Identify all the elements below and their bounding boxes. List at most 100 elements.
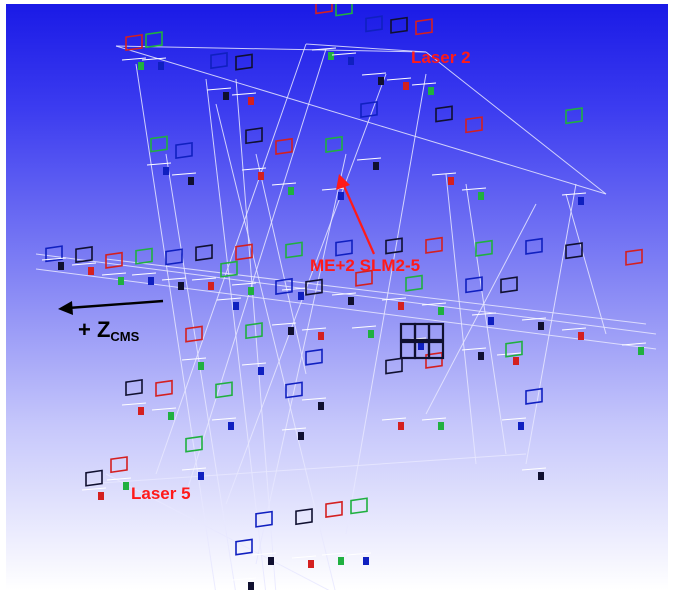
pointer-arrow-icon xyxy=(342,185,376,255)
frame-tick xyxy=(141,57,167,61)
sensor-frame xyxy=(285,381,303,399)
sensor-frame xyxy=(335,239,353,257)
frame-block xyxy=(418,342,424,350)
frame-tick xyxy=(161,277,187,281)
frame-block xyxy=(378,77,384,85)
frame-tick xyxy=(321,552,347,556)
frame-block xyxy=(578,332,584,340)
frame-block xyxy=(368,330,374,338)
sensor-frame xyxy=(235,538,253,556)
sensor-frame xyxy=(335,4,353,17)
support-line xyxy=(215,103,336,590)
frame-tick xyxy=(281,427,307,431)
sensor-frame xyxy=(245,322,263,340)
support-line xyxy=(425,51,607,195)
sensor-frame xyxy=(565,242,583,260)
sensor-frame xyxy=(85,469,103,487)
sensor-frame xyxy=(155,379,173,397)
sensor-frame xyxy=(355,269,373,287)
frame-block xyxy=(168,412,174,420)
frame-tick xyxy=(251,552,277,556)
sensor-frame xyxy=(285,241,303,259)
frame-block xyxy=(248,97,254,105)
frame-block xyxy=(233,302,239,310)
frame-tick xyxy=(461,347,487,351)
frame-block xyxy=(268,557,274,565)
support-line xyxy=(525,183,577,465)
frame-block xyxy=(403,82,409,90)
axis-arrow-icon xyxy=(67,299,164,310)
central-cluster-frame xyxy=(427,322,445,342)
frame-block xyxy=(488,317,494,325)
frame-block xyxy=(398,422,404,430)
frame-block xyxy=(198,472,204,480)
sensor-frame xyxy=(45,245,63,263)
sensor-frame xyxy=(315,4,333,15)
frame-block xyxy=(288,327,294,335)
frame-tick xyxy=(386,77,412,81)
sensor-frame xyxy=(210,52,228,70)
sensor-frame xyxy=(350,497,368,515)
frame-block xyxy=(298,292,304,300)
sensor-frame xyxy=(565,107,583,125)
sensor-frame xyxy=(245,127,263,145)
frame-block xyxy=(188,177,194,185)
frame-block xyxy=(288,187,294,195)
sensor-frame xyxy=(405,274,423,292)
sensor-frame xyxy=(215,381,233,399)
frame-tick xyxy=(216,297,242,301)
sensor-frame xyxy=(435,105,453,123)
frame-tick xyxy=(231,282,257,286)
support-line xyxy=(445,173,477,465)
laser-5-label: Laser 5 xyxy=(131,484,191,503)
frame-tick xyxy=(231,577,257,581)
sensor-frame xyxy=(75,246,93,264)
frame-tick xyxy=(521,467,547,471)
sensor-frame xyxy=(275,137,293,155)
frame-block xyxy=(348,57,354,65)
frame-tick xyxy=(496,352,522,356)
frame-tick xyxy=(411,82,437,86)
frame-tick xyxy=(331,52,357,56)
frame-block xyxy=(538,472,544,480)
central-cluster-frame xyxy=(399,322,417,342)
support-line xyxy=(425,203,537,415)
frame-tick xyxy=(146,162,172,166)
frame-block xyxy=(298,432,304,440)
central-cluster-frame xyxy=(399,340,417,360)
sensor-frame xyxy=(125,33,143,52)
sensor-frame xyxy=(125,378,143,397)
frame-tick xyxy=(301,397,327,401)
support-line xyxy=(135,63,216,590)
sensor-frame xyxy=(145,31,163,49)
frame-block xyxy=(578,197,584,205)
frame-block xyxy=(138,62,144,70)
support-line xyxy=(185,48,327,495)
frame-tick xyxy=(181,467,207,471)
frame-block xyxy=(338,192,344,200)
frame-tick xyxy=(381,297,407,301)
frame-block xyxy=(478,352,484,360)
frame-block xyxy=(223,92,229,100)
sensor-frame xyxy=(305,278,323,296)
frame-tick xyxy=(81,487,107,491)
frame-block xyxy=(308,560,314,568)
support-line xyxy=(305,43,427,53)
frame-tick xyxy=(231,92,257,96)
frame-tick xyxy=(106,477,132,481)
frame-block xyxy=(163,167,169,175)
frame-tick xyxy=(621,342,647,346)
sensor-frame xyxy=(305,348,323,366)
frame-block xyxy=(328,52,334,60)
frame-tick xyxy=(101,272,127,276)
sensor-frame xyxy=(360,100,378,119)
sensor-frame xyxy=(385,357,403,375)
frame-tick xyxy=(561,192,587,196)
sensor-frame xyxy=(475,239,493,257)
sensor-frame xyxy=(220,260,238,278)
support-line xyxy=(565,193,607,335)
sensor-frame xyxy=(255,510,273,528)
sensor-frame xyxy=(275,277,293,295)
pointer-arrow-head xyxy=(336,174,350,190)
frame-tick xyxy=(501,417,527,421)
